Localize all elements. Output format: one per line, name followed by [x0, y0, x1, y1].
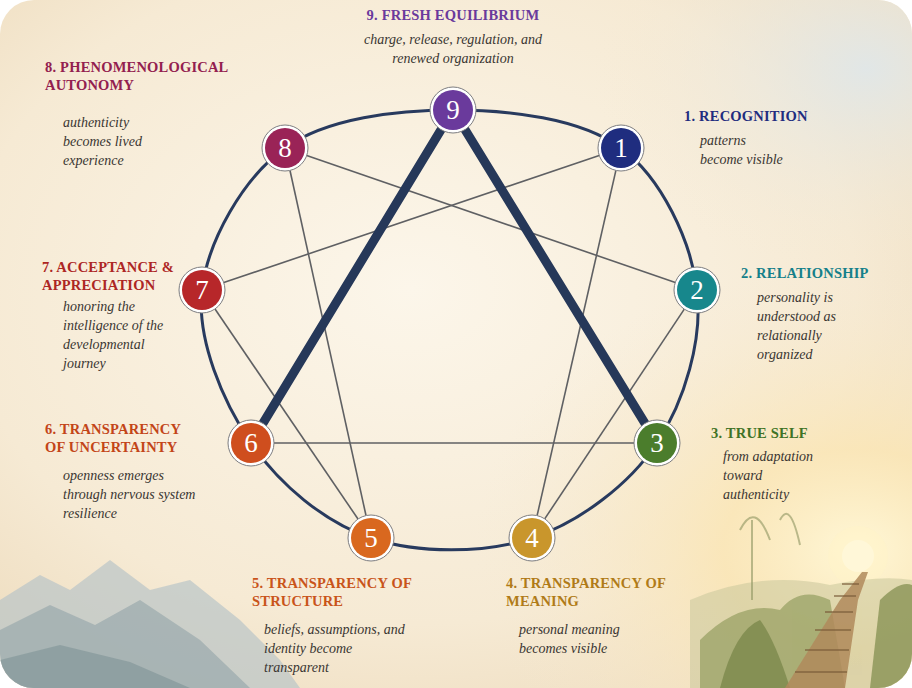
- stage-description: charge, release, regulation, and renewed…: [358, 30, 548, 68]
- stage-description: patterns become visible: [700, 131, 792, 169]
- point-number: 4: [508, 514, 556, 562]
- enneagram-point: 66. TRANSPARENCY OF UNCERTAINTYopenness …: [227, 419, 275, 467]
- point-outline: [348, 515, 394, 561]
- enneagram-point: 44. TRANSPARENCY OF MEANINGpersonal mean…: [508, 514, 556, 562]
- stage-description: honoring the intelligence of the develop…: [63, 297, 178, 373]
- point-number: 2: [673, 266, 721, 314]
- hexad-line: [537, 170, 616, 515]
- triangle-line: [263, 130, 441, 424]
- stage-description: openness emerges through nervous system …: [63, 466, 203, 523]
- stage-description: personal meaning becomes visible: [519, 620, 664, 658]
- point-outline: [228, 420, 274, 466]
- stage-heading: 3. TRUE SELF: [711, 424, 891, 442]
- point-number: 8: [261, 124, 309, 172]
- point-number: 5: [347, 514, 395, 562]
- stage-heading: 5. TRANSPARENCY OF STRUCTURE: [252, 574, 412, 610]
- point-outline: [674, 267, 720, 313]
- stage-heading: 4. TRANSPARENCY OF MEANING: [506, 574, 666, 610]
- stage-description: personality is understood as relationall…: [757, 288, 875, 364]
- stage-heading: 8. PHENOMENOLOGICAL AUTONOMY: [45, 58, 250, 94]
- point-number: 1: [597, 124, 645, 172]
- point-number: 3: [633, 419, 681, 467]
- triangle-line: [465, 130, 645, 424]
- enneagram-point: 88. PHENOMENOLOGICAL AUTONOMYauthenticit…: [261, 124, 309, 172]
- hexad-line: [215, 309, 358, 519]
- hexad-line: [545, 309, 685, 519]
- point-number: 6: [227, 419, 275, 467]
- point-number: 9: [429, 86, 477, 134]
- enneagram-point: 22. RELATIONSHIPpersonality is understoo…: [673, 266, 721, 314]
- point-outline: [262, 125, 308, 171]
- point-outline: [634, 420, 680, 466]
- point-outline: [598, 125, 644, 171]
- stage-description: from adaptation toward authenticity: [723, 447, 831, 504]
- stage-description: beliefs, assumptions, and identity becom…: [264, 620, 414, 677]
- enneagram-point: 33. TRUE SELFfrom adaptation toward auth…: [633, 419, 681, 467]
- hexad-line: [274, 442, 634, 444]
- stage-heading: 7. ACCEPTANCE & APPRECIATION: [42, 258, 192, 294]
- stage-heading: 9. FRESH EQUILIBRIUM: [313, 6, 593, 24]
- point-outline: [179, 267, 225, 313]
- point-outline: [509, 515, 555, 561]
- point-number: 7: [178, 266, 226, 314]
- enneagram-point: 77. ACCEPTANCE & APPRECIATIONhonoring th…: [178, 266, 226, 314]
- stage-heading: 6. TRANSPARENCY OF UNCERTAINTY: [45, 420, 195, 456]
- enneagram-point: 55. TRANSPARENCY OF STRUCTUREbeliefs, as…: [347, 514, 395, 562]
- hexad-line: [290, 171, 366, 516]
- enneagram-point: 11. RECOGNITIONpatterns become visible: [597, 124, 645, 172]
- enneagram-ring: [201, 110, 698, 550]
- stage-heading: 2. RELATIONSHIP: [741, 264, 901, 282]
- enneagram-point: 99. FRESH EQUILIBRIUMcharge, release, re…: [429, 86, 477, 134]
- stage-description: authenticity becomes lived experience: [63, 113, 173, 170]
- stage-heading: 1. RECOGNITION: [684, 107, 889, 125]
- point-outline: [430, 87, 476, 133]
